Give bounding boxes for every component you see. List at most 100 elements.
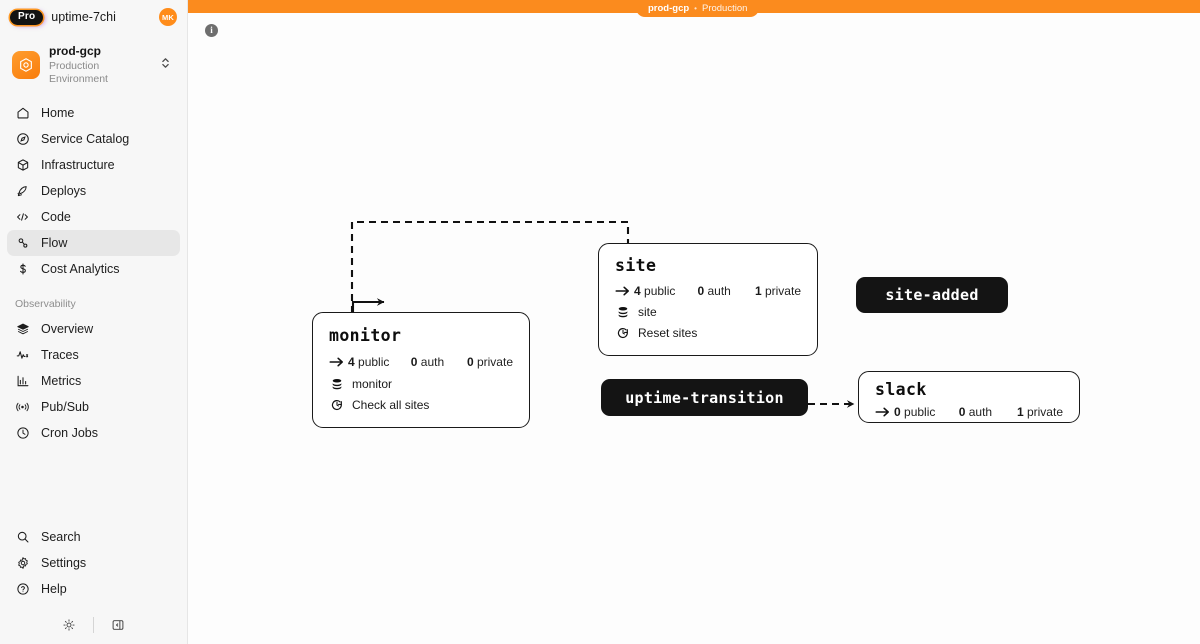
footer-divider bbox=[93, 617, 94, 633]
gear-icon bbox=[15, 556, 30, 571]
count-public: 0 public bbox=[894, 405, 936, 419]
arrow-right-icon bbox=[615, 285, 630, 297]
count-private: 1 private bbox=[1016, 405, 1063, 419]
flow-nodes-icon bbox=[15, 236, 30, 251]
database-icon bbox=[329, 376, 344, 391]
environment-switcher[interactable]: prod-gcp Production Environment bbox=[8, 40, 179, 90]
home-icon bbox=[15, 106, 30, 121]
environment-pill[interactable]: prod-gcp • Production bbox=[636, 0, 760, 17]
sun-brightness-icon[interactable] bbox=[54, 614, 84, 636]
activity-pulse-icon bbox=[15, 348, 30, 363]
sidebar-item-label: Infrastructure bbox=[41, 158, 115, 173]
sidebar-item-label: Settings bbox=[41, 556, 87, 570]
sidebar-toggle-icon[interactable] bbox=[103, 614, 133, 636]
environment-text: prod-gcp Production Environment bbox=[49, 44, 151, 86]
arrow-right-icon bbox=[329, 356, 344, 368]
info-icon[interactable]: i bbox=[205, 24, 218, 37]
sidebar-item-flow[interactable]: Flow bbox=[7, 230, 180, 257]
sidebar-item-label: Metrics bbox=[41, 374, 82, 389]
node-meta-cron: Reset sites bbox=[615, 325, 801, 340]
section-label-observability: Observability bbox=[15, 298, 76, 311]
sidebar-item-label: Overview bbox=[41, 322, 94, 337]
hexagon-gear-icon bbox=[12, 51, 40, 80]
sidebar-item-traces[interactable]: Traces bbox=[7, 342, 180, 368]
sidebar-item-home[interactable]: Home bbox=[7, 100, 180, 126]
environment-subtitle: Production Environment bbox=[49, 60, 108, 86]
node-title: monitor bbox=[329, 326, 402, 345]
sidebar-item-overview[interactable]: Overview bbox=[7, 316, 180, 342]
node-counts: 4 public 0 auth 1 private bbox=[615, 284, 801, 298]
cron-refresh-icon bbox=[615, 325, 630, 340]
sidebar-item-settings[interactable]: Settings bbox=[7, 550, 180, 576]
sidebar-item-label: Cost Analytics bbox=[41, 262, 120, 277]
count-auth: 0 auth bbox=[697, 284, 731, 298]
node-title: slack bbox=[875, 380, 927, 399]
sidebar-item-label: Flow bbox=[41, 236, 68, 251]
sidebar-item-label: Home bbox=[41, 106, 75, 121]
flow-node-slack[interactable]: slack 0 public 0 auth 1 private bbox=[858, 371, 1080, 423]
sidebar-item-deploys[interactable]: Deploys bbox=[7, 178, 180, 204]
layers-icon bbox=[15, 322, 30, 337]
flow-event-site-added[interactable]: site-added bbox=[856, 277, 1008, 313]
pill-separator: • bbox=[694, 4, 697, 13]
workspace-header: Pro uptime-7chi MK bbox=[0, 0, 187, 34]
sidebar-item-search[interactable]: Search bbox=[7, 524, 180, 550]
pill-environment: Production bbox=[701, 3, 748, 14]
sidebar-item-label: Deploys bbox=[41, 184, 87, 199]
sidebar-item-label: Help bbox=[41, 582, 67, 596]
avatar[interactable]: MK bbox=[159, 8, 177, 26]
flow-event-uptime-transition[interactable]: uptime-transition bbox=[601, 379, 808, 416]
count-auth: 0 auth bbox=[958, 405, 993, 419]
arrow-right-icon bbox=[875, 406, 890, 418]
sidebar-item-label: Traces bbox=[41, 348, 79, 363]
node-meta-label: monitor bbox=[352, 376, 393, 391]
database-icon bbox=[615, 304, 630, 319]
count-private: 1 private bbox=[754, 284, 801, 298]
node-meta-database: monitor bbox=[329, 376, 513, 391]
observability-nav: Overview Traces Metrics Pub/Sub bbox=[0, 316, 187, 446]
workspace-name[interactable]: uptime-7chi bbox=[51, 10, 116, 24]
code-brackets-icon bbox=[15, 210, 30, 225]
sidebar-item-cost-analytics[interactable]: Cost Analytics bbox=[7, 256, 180, 282]
sidebar-item-label: Pub/Sub bbox=[41, 400, 89, 415]
rocket-icon bbox=[15, 184, 30, 199]
count-auth: 0 auth bbox=[410, 355, 445, 369]
node-counts: 0 public 0 auth 1 private bbox=[875, 405, 1063, 419]
cron-refresh-icon bbox=[329, 397, 344, 412]
count-public: 4 public bbox=[348, 355, 390, 369]
sidebar-item-code[interactable]: Code bbox=[7, 204, 180, 230]
sidebar-item-label: Search bbox=[41, 530, 81, 544]
sidebar-item-label: Cron Jobs bbox=[41, 426, 98, 441]
sidebar-item-label: Code bbox=[41, 210, 71, 225]
flow-node-site[interactable]: site 4 public 0 auth 1 private site bbox=[598, 243, 818, 356]
pro-badge: Pro bbox=[10, 9, 44, 25]
node-meta-database: site bbox=[615, 304, 801, 319]
node-title: site bbox=[615, 256, 657, 275]
chevron-updown-icon[interactable] bbox=[160, 56, 173, 75]
nav-gap bbox=[0, 282, 187, 298]
sidebar-item-service-catalog[interactable]: Service Catalog bbox=[7, 126, 180, 152]
sidebar-item-metrics[interactable]: Metrics bbox=[7, 368, 180, 394]
sidebar-item-label: Service Catalog bbox=[41, 132, 130, 147]
primary-nav: Home Service Catalog Infrastructure Depl… bbox=[0, 100, 187, 282]
sidebar-spacer bbox=[0, 446, 187, 524]
cube-icon bbox=[15, 158, 30, 173]
compass-icon bbox=[15, 132, 30, 147]
sidebar-item-infrastructure[interactable]: Infrastructure bbox=[7, 152, 180, 178]
count-public: 4 public bbox=[634, 284, 676, 298]
environment-name: prod-gcp bbox=[49, 44, 101, 58]
pill-project: prod-gcp bbox=[648, 3, 690, 14]
sidebar: Pro uptime-7chi MK prod-gcp Production E… bbox=[0, 0, 188, 644]
node-meta-cron: Check all sites bbox=[329, 397, 513, 412]
broadcast-icon bbox=[15, 400, 30, 415]
utility-nav: Search Settings Help bbox=[0, 524, 187, 606]
node-meta-label: site bbox=[638, 304, 657, 319]
bar-chart-icon bbox=[15, 374, 30, 389]
flow-node-monitor[interactable]: monitor 4 public 0 auth 0 private monito… bbox=[312, 312, 530, 428]
question-circle-icon bbox=[15, 582, 30, 597]
sidebar-item-cron-jobs[interactable]: Cron Jobs bbox=[7, 420, 180, 446]
sidebar-item-help[interactable]: Help bbox=[7, 576, 180, 602]
count-private: 0 private bbox=[466, 355, 513, 369]
sidebar-item-pubsub[interactable]: Pub/Sub bbox=[7, 394, 180, 420]
